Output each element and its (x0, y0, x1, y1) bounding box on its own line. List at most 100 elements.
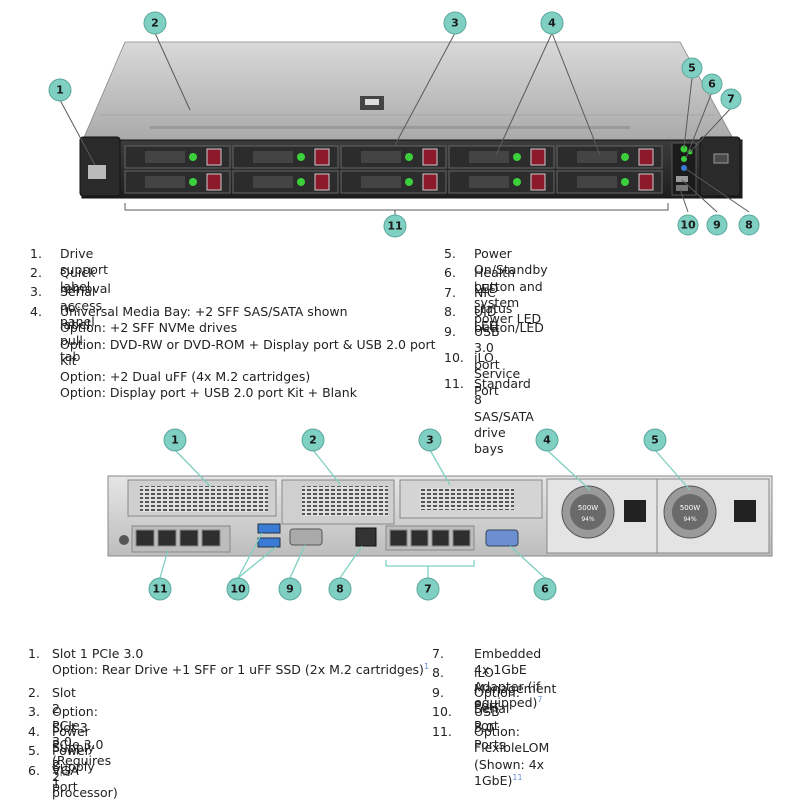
ilo-service-port[interactable] (676, 185, 688, 191)
drive-led (297, 178, 305, 186)
svg-text:94%: 94% (581, 516, 595, 523)
front-control-panel (671, 142, 697, 196)
callout-front-9: 9 (706, 214, 728, 236)
rj45-port[interactable] (410, 529, 429, 547)
ilo-management-port[interactable] (355, 527, 377, 547)
callout-rear-1: 1 (163, 428, 187, 452)
svg-text:11: 11 (152, 583, 167, 596)
callout-front-11: 11 (383, 214, 407, 238)
svg-text:8: 8 (745, 219, 753, 232)
drive-bay[interactable] (448, 170, 555, 194)
rj45-port[interactable] (157, 529, 177, 547)
svg-text:4: 4 (548, 17, 556, 30)
drive-bay[interactable] (124, 170, 231, 194)
callout-front-7: 7 (720, 88, 742, 110)
svg-text:7: 7 (424, 583, 432, 596)
callout-front-5: 5 (681, 57, 703, 79)
callout-rear-3: 3 (418, 428, 442, 452)
vga-port[interactable] (485, 529, 519, 547)
svg-text:500W: 500W (578, 504, 598, 512)
drive-latch[interactable] (422, 173, 438, 191)
callout-rear-7: 7 (416, 577, 440, 601)
callout-front-10: 10 (677, 214, 699, 236)
drive-latch[interactable] (530, 173, 546, 191)
svg-text:2: 2 (309, 434, 317, 447)
svg-text:10: 10 (680, 219, 696, 232)
svg-text:1: 1 (56, 84, 64, 97)
svg-text:7: 7 (727, 93, 735, 106)
callout-front-3: 3 (443, 11, 467, 35)
drive-led (621, 178, 629, 186)
drive-latch[interactable] (314, 173, 330, 191)
rj45-port[interactable] (135, 529, 155, 547)
svg-text:8: 8 (336, 583, 344, 596)
drive-bay[interactable] (232, 170, 339, 194)
svg-text:3: 3 (426, 434, 434, 447)
rj45-port[interactable] (431, 529, 450, 547)
callout-front-8: 8 (738, 214, 760, 236)
rj45-port[interactable] (201, 529, 221, 547)
drive-bay[interactable] (340, 145, 447, 169)
callout-front-1: 1 (48, 78, 72, 102)
callout-front-6: 6 (701, 73, 723, 95)
svg-text:6: 6 (541, 583, 549, 596)
rj45-port[interactable] (389, 529, 408, 547)
usb-port-front[interactable] (676, 176, 688, 182)
svg-text:4: 4 (543, 434, 551, 447)
svg-text:1: 1 (171, 434, 179, 447)
callout-front-4: 4 (540, 11, 564, 35)
drive-bay[interactable] (556, 170, 663, 194)
callout-rear-8: 8 (328, 577, 352, 601)
drive-led (297, 153, 305, 161)
svg-text:5: 5 (688, 62, 696, 75)
drive-led (513, 153, 521, 161)
drive-led (513, 178, 521, 186)
svg-text:94%: 94% (683, 516, 697, 523)
drive-latch[interactable] (638, 148, 654, 166)
drive-led (189, 178, 197, 186)
svg-text:10: 10 (230, 583, 246, 596)
drive-led (405, 153, 413, 161)
right-rack-ear (699, 136, 741, 197)
drive-latch[interactable] (314, 148, 330, 166)
svg-text:3: 3 (451, 17, 459, 30)
svg-text:500W: 500W (680, 504, 700, 512)
drive-bay[interactable] (448, 145, 555, 169)
drive-latch[interactable] (422, 148, 438, 166)
rear-usb-port-1[interactable] (257, 523, 281, 534)
svg-text:11: 11 (387, 220, 402, 233)
drive-bay[interactable] (340, 170, 447, 194)
callout-rear-10: 10 (226, 577, 250, 601)
drive-bay[interactable] (124, 145, 231, 169)
svg-text:9: 9 (286, 583, 294, 596)
svg-text:2: 2 (151, 17, 159, 30)
drive-bay[interactable] (556, 145, 663, 169)
callout-rear-9: 9 (278, 577, 302, 601)
health-led (681, 156, 687, 162)
drive-latch[interactable] (530, 148, 546, 166)
svg-text:6: 6 (708, 78, 716, 91)
rj45-ports (135, 529, 471, 547)
callout-rear-11: 11 (148, 577, 172, 601)
callout-rear-5: 5 (643, 428, 667, 452)
callout-rear-6: 6 (533, 577, 557, 601)
serial-port[interactable] (289, 528, 323, 546)
uid-button-led[interactable] (681, 165, 687, 171)
rear-usb-port-2[interactable] (257, 537, 281, 548)
drive-led (621, 153, 629, 161)
rj45-port[interactable] (179, 529, 199, 547)
drive-led (189, 153, 197, 161)
svg-text:9: 9 (713, 219, 721, 232)
callout-front-2: 2 (143, 11, 167, 35)
drive-support-label (88, 165, 106, 179)
svg-text:5: 5 (651, 434, 659, 447)
drive-bay[interactable] (232, 145, 339, 169)
drive-latch[interactable] (638, 173, 654, 191)
rj45-port[interactable] (452, 529, 471, 547)
callout-rear-2: 2 (301, 428, 325, 452)
drive-latch[interactable] (206, 173, 222, 191)
drive-latch[interactable] (206, 148, 222, 166)
power-button-led[interactable] (680, 145, 688, 153)
drive-led (405, 178, 413, 186)
